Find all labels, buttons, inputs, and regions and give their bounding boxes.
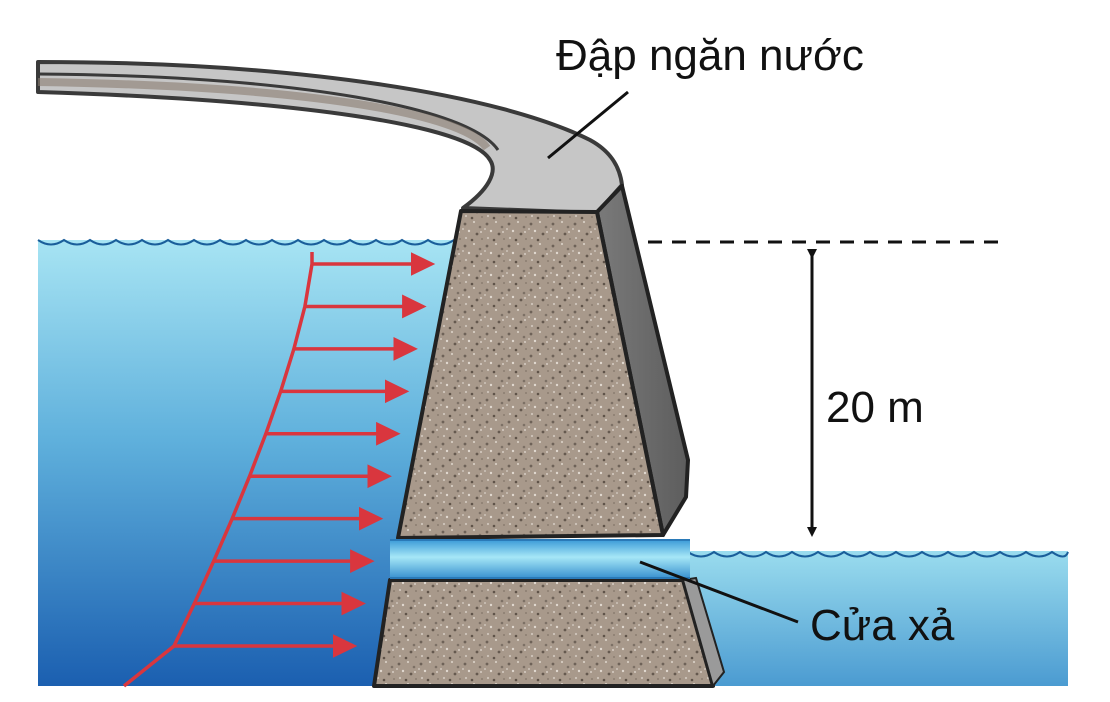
- reservoir-surface-wave: [37, 238, 464, 246]
- dam-label-group: Đập ngăn nước: [547, 31, 864, 160]
- tailwater: [687, 550, 1069, 686]
- dam-leader-line: [547, 90, 629, 160]
- height-dimension: 20 m: [648, 240, 1002, 537]
- dam-body: [372, 184, 726, 689]
- dam-label: Đập ngăn nước: [556, 31, 864, 80]
- height-label: 20 m: [826, 383, 924, 432]
- dam-front-lower: [372, 578, 715, 688]
- outlet-pipe: [390, 539, 690, 579]
- outlet-label: Cửa xả: [810, 601, 955, 650]
- tailwater-surface-wave: [687, 550, 1069, 558]
- dam-crest-wall: [36, 60, 624, 215]
- outlet-label-group: Cửa xả: [639, 560, 955, 650]
- outlet-leader-line: [639, 560, 799, 624]
- pressure-arrows: [122, 252, 436, 688]
- dam-front-upper: [396, 209, 665, 540]
- dam-side-lower: [681, 576, 726, 689]
- pressure-envelope-line: [122, 252, 314, 688]
